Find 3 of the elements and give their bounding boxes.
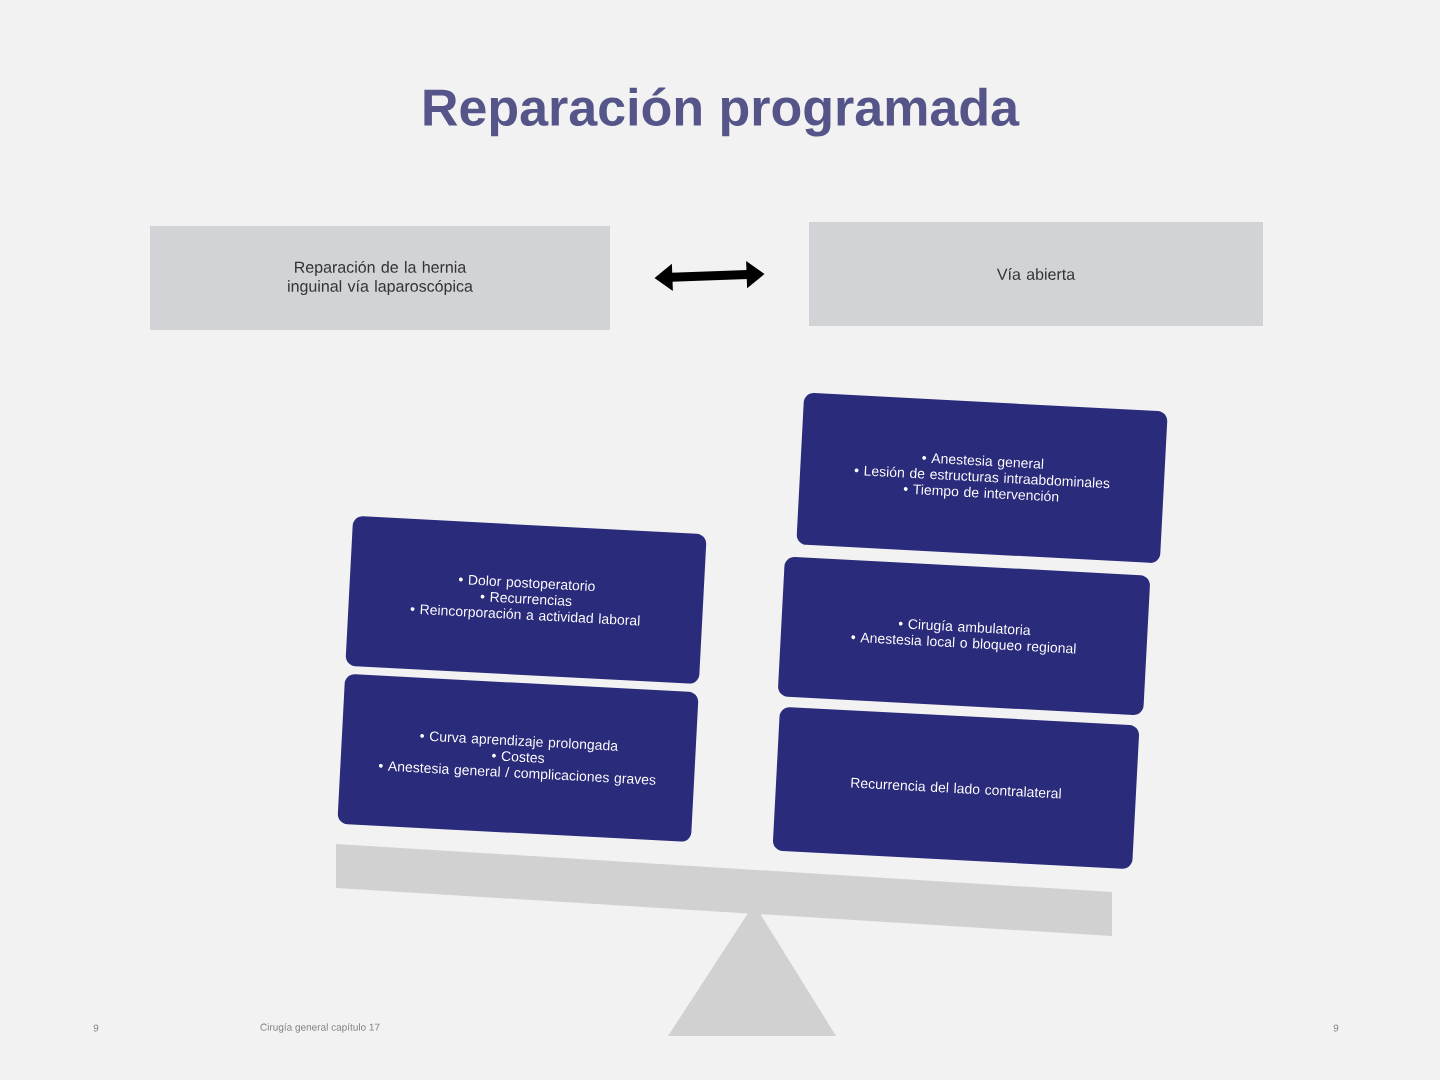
text-box: Reparación de la hernia inguinal vía laparoscópica <box>150 226 610 330</box>
text-box: Vía abierta <box>809 222 1263 326</box>
title: Reparación programada <box>424 87 1020 137</box>
